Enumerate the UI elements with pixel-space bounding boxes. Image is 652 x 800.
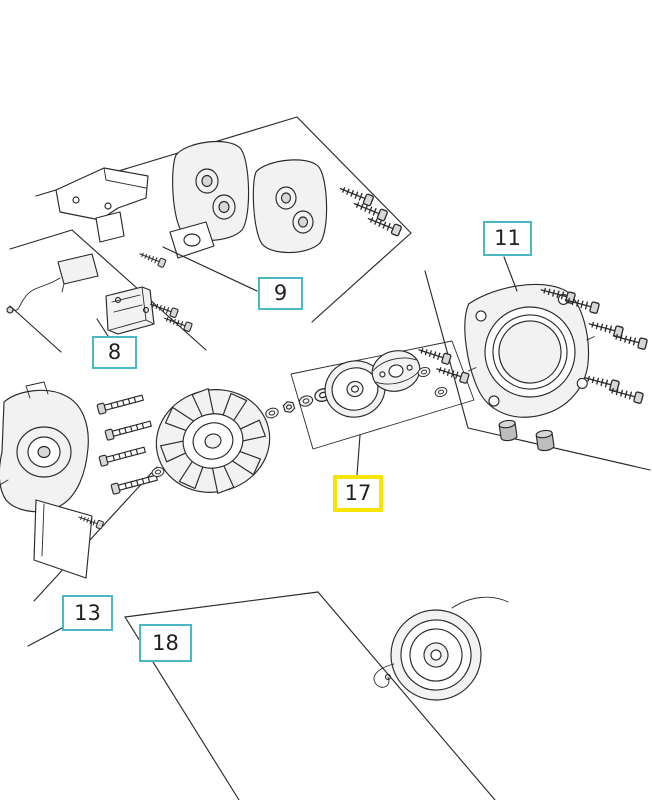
fan-housing-assembly-drawing (464, 283, 649, 452)
spacer-cap-drawing (498, 419, 518, 442)
crankcase-drawing (0, 381, 89, 513)
ignition-coil-drawing (105, 286, 155, 335)
stop-switch-drawing (6, 253, 99, 314)
callout-9[interactable]: 9 (258, 277, 303, 310)
fan-housing-drawing (464, 283, 595, 418)
callout-13[interactable]: 13 (62, 595, 113, 631)
muffler-body-front-drawing (252, 159, 328, 254)
mounting-plate-drawing (33, 499, 93, 579)
spacer-cap-drawing (535, 429, 555, 452)
muffler-gasket-drawing (169, 221, 215, 259)
starter-assembly-drawing (373, 596, 509, 701)
callout-11[interactable]: 11 (483, 221, 532, 256)
callout-17[interactable]: 17 (333, 475, 383, 512)
muffler-bracket-drawing (55, 167, 149, 243)
starter-pulley-drawing (390, 609, 482, 701)
muffler-assembly-drawing (55, 141, 403, 269)
clutch-drum-drawing (324, 360, 386, 418)
ignition-assembly-drawing (6, 253, 193, 335)
muffler-body-rear-drawing (172, 141, 250, 241)
flywheel-drawing (155, 388, 271, 494)
clutch-shoes-drawing (371, 350, 421, 392)
clutch-assembly-drawing (264, 340, 475, 450)
rope-end-drawing (384, 673, 392, 681)
hex-nut-drawing (282, 401, 296, 413)
callout-18[interactable]: 18 (139, 624, 192, 662)
starter-rope-drawing (373, 663, 395, 688)
callout-leader-lines (27, 246, 518, 647)
callout-8[interactable]: 8 (92, 336, 137, 369)
flywheel-assembly-drawing (0, 381, 271, 579)
housing-edge-line (451, 596, 509, 609)
